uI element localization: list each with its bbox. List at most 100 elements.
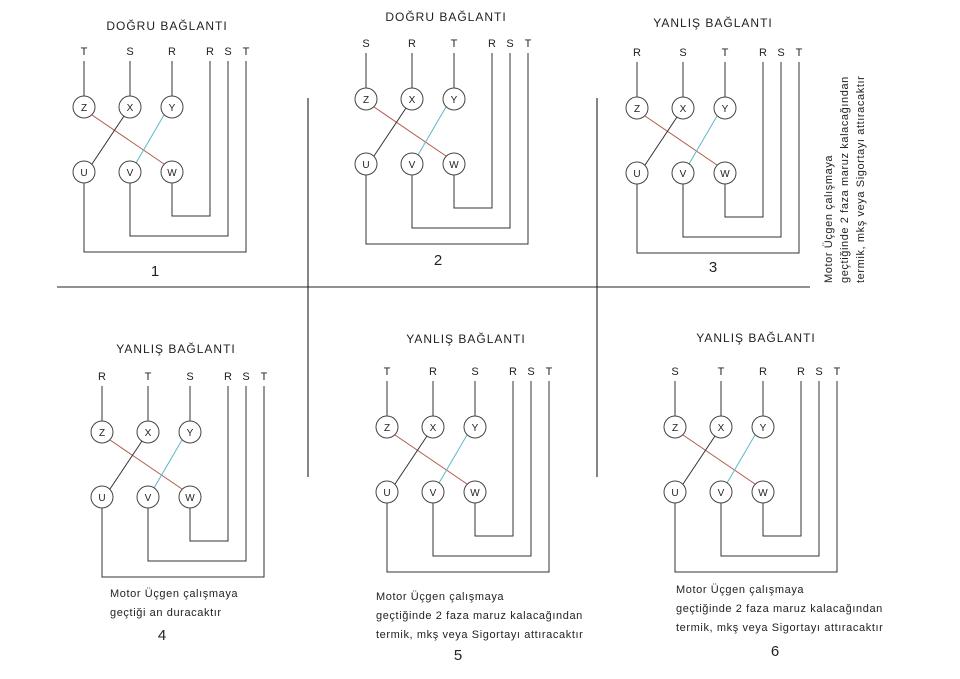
side-note: Motor Üçgen çalışmaya geçtiğinde 2 faza …	[823, 76, 867, 283]
return-wire-v	[720, 381, 820, 557]
phase-label-right: S	[506, 38, 513, 50]
cross-wire-u-x	[644, 116, 678, 166]
terminal-z	[375, 415, 399, 439]
terminal-label: Y	[760, 423, 767, 434]
panel-note-line: geçtiğinde 2 faza maruz kalacağından	[676, 603, 883, 615]
phase-label-right: S	[815, 366, 822, 378]
terminal-w	[442, 152, 466, 176]
terminal-label: V	[718, 488, 725, 499]
phase-label-right: S	[242, 371, 249, 383]
phase-label-right: T	[796, 47, 803, 59]
phase-label-right: R	[224, 371, 232, 383]
terminal-y	[442, 87, 466, 111]
terminal-label: W	[470, 488, 480, 499]
phase-label: T	[81, 46, 88, 58]
return-wire-w	[171, 61, 211, 217]
terminal-z	[354, 87, 378, 111]
terminal-v	[671, 161, 695, 185]
panel-note-line: Motor Üçgen çalışmaya	[376, 591, 504, 603]
terminal-label: V	[430, 488, 437, 499]
phase-label: T	[718, 366, 725, 378]
phase-label: S	[362, 38, 369, 50]
phase-label: R	[408, 38, 416, 50]
terminal-x	[671, 96, 695, 120]
terminal-v	[400, 152, 424, 176]
panel-number: 6	[771, 643, 779, 660]
phase-label: R	[98, 371, 106, 383]
terminal-label: W	[758, 488, 768, 499]
phase-label-right: R	[206, 46, 214, 58]
terminal-w	[751, 480, 775, 504]
phase-label-right: R	[488, 38, 496, 50]
terminal-label: Y	[451, 95, 458, 106]
cross-wire-u-x	[394, 435, 428, 485]
terminal-label: V	[127, 168, 134, 179]
cross-wire-u-x	[373, 107, 407, 157]
cross-wire-v-y	[417, 106, 447, 156]
phase-label: R	[168, 46, 176, 58]
terminal-label: X	[680, 104, 687, 115]
terminal-label: Z	[672, 423, 678, 434]
phase-label: S	[186, 371, 193, 383]
panel-note-line: Motor Üçgen çalışmaya	[110, 588, 238, 600]
terminal-label: X	[127, 103, 134, 114]
terminal-label: W	[449, 160, 459, 171]
phase-label-right: R	[509, 366, 517, 378]
phase-label: S	[671, 366, 678, 378]
return-wire-w	[189, 386, 229, 542]
terminal-y	[713, 96, 737, 120]
cross-wire-v-y	[726, 434, 756, 484]
terminal-label: Z	[384, 423, 390, 434]
terminal-x	[136, 420, 160, 444]
terminal-label: Z	[99, 428, 105, 439]
terminal-u	[72, 160, 96, 184]
side-note-line-2: geçtiğinde 2 faza maruz kalacağından	[839, 76, 851, 283]
terminal-x	[400, 87, 424, 111]
phase-label: T	[145, 371, 152, 383]
panel-title: YANLIŞ BAĞLANTI	[653, 15, 772, 30]
return-wire-v	[432, 381, 532, 557]
panel-note-line: termik, mkş veya Sigortayı attıracaktır	[376, 629, 583, 641]
terminal-z	[625, 96, 649, 120]
terminal-z	[90, 420, 114, 444]
cross-wire-v-y	[438, 434, 468, 484]
terminal-v	[136, 485, 160, 509]
phase-label: R	[429, 366, 437, 378]
terminal-v	[709, 480, 733, 504]
phase-label-right: S	[527, 366, 534, 378]
terminal-label: Y	[169, 103, 176, 114]
return-wire-v	[147, 386, 247, 562]
side-note-line-1: Motor Üçgen çalışmaya	[823, 155, 835, 283]
terminal-u	[663, 480, 687, 504]
panel-title: YANLIŞ BAĞLANTI	[116, 341, 235, 356]
panel-note-line: geçtiğinde 2 faza maruz kalacağından	[376, 610, 583, 622]
return-wire-u	[83, 61, 247, 253]
cross-wire-z-w	[644, 115, 718, 166]
cross-wire-v-y	[153, 439, 183, 489]
terminal-label: Y	[472, 423, 479, 434]
terminal-label: X	[145, 428, 152, 439]
panel-number: 2	[434, 252, 442, 269]
cross-wire-z-w	[394, 434, 468, 485]
return-wire-v	[682, 62, 782, 238]
cross-wire-v-y	[688, 115, 718, 165]
panel-number: 1	[151, 263, 159, 280]
terminal-y	[160, 95, 184, 119]
phase-label: T	[451, 38, 458, 50]
phase-label-right: R	[797, 366, 805, 378]
panel-dividers	[57, 98, 810, 477]
panel-number: 5	[454, 647, 462, 664]
side-note-line-3: termik, mkş veya Sigortayı attıracaktır	[855, 76, 867, 283]
phase-label-right: S	[224, 46, 231, 58]
return-wire-u	[101, 386, 265, 578]
terminal-w	[713, 161, 737, 185]
cross-wire-z-w	[373, 106, 447, 157]
phase-label: R	[759, 366, 767, 378]
return-wire-u	[386, 381, 550, 573]
terminal-label: Z	[81, 103, 87, 114]
